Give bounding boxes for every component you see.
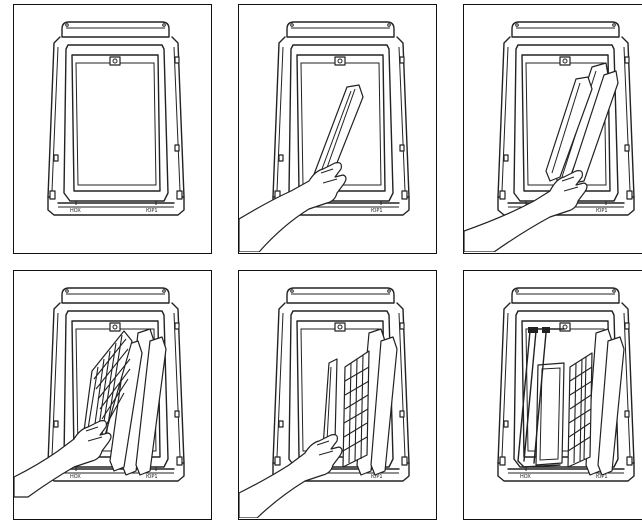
step-3-panel: HOX ЮP1 — [463, 4, 642, 254]
insert-mesh-filter-illustration: HOX ЮP1 — [14, 271, 210, 518]
hand — [464, 171, 587, 252]
housing-label-right: ЮP1 — [371, 208, 383, 214]
step-4-panel: HOX ЮP1 — [13, 270, 212, 520]
hand — [14, 421, 111, 497]
hand — [239, 435, 342, 518]
housing-label-left: HOX — [70, 208, 81, 214]
insert-narrow-filter-illustration: HOX ЮP1 — [239, 271, 435, 518]
insert-second-filter-illustration: HOX ЮP1 — [464, 5, 642, 252]
step-6-panel: HOX ЮP1 — [463, 270, 642, 520]
housing-label-left: HOX — [70, 474, 81, 480]
step-2-panel: HOX ЮP1 — [238, 4, 437, 254]
mesh-filter — [343, 351, 369, 467]
empty-housing-illustration: HOX ЮP1 — [14, 5, 210, 252]
all-filters-installed-illustration: HOX ЮP1 — [464, 271, 642, 518]
housing-label-left: HOX — [520, 474, 531, 480]
mesh-filter — [568, 353, 592, 467]
narrow-filter — [323, 359, 337, 447]
housing-label-right: ЮP1 — [146, 474, 158, 480]
housing-label-right: ЮP1 — [146, 208, 158, 214]
step-1-panel: HOX ЮP1 — [13, 4, 212, 254]
step-5-panel: HOX ЮP1 — [238, 270, 437, 520]
insert-first-filter-illustration: HOX ЮP1 — [239, 5, 435, 252]
housing-label-right: ЮP1 — [596, 208, 608, 214]
